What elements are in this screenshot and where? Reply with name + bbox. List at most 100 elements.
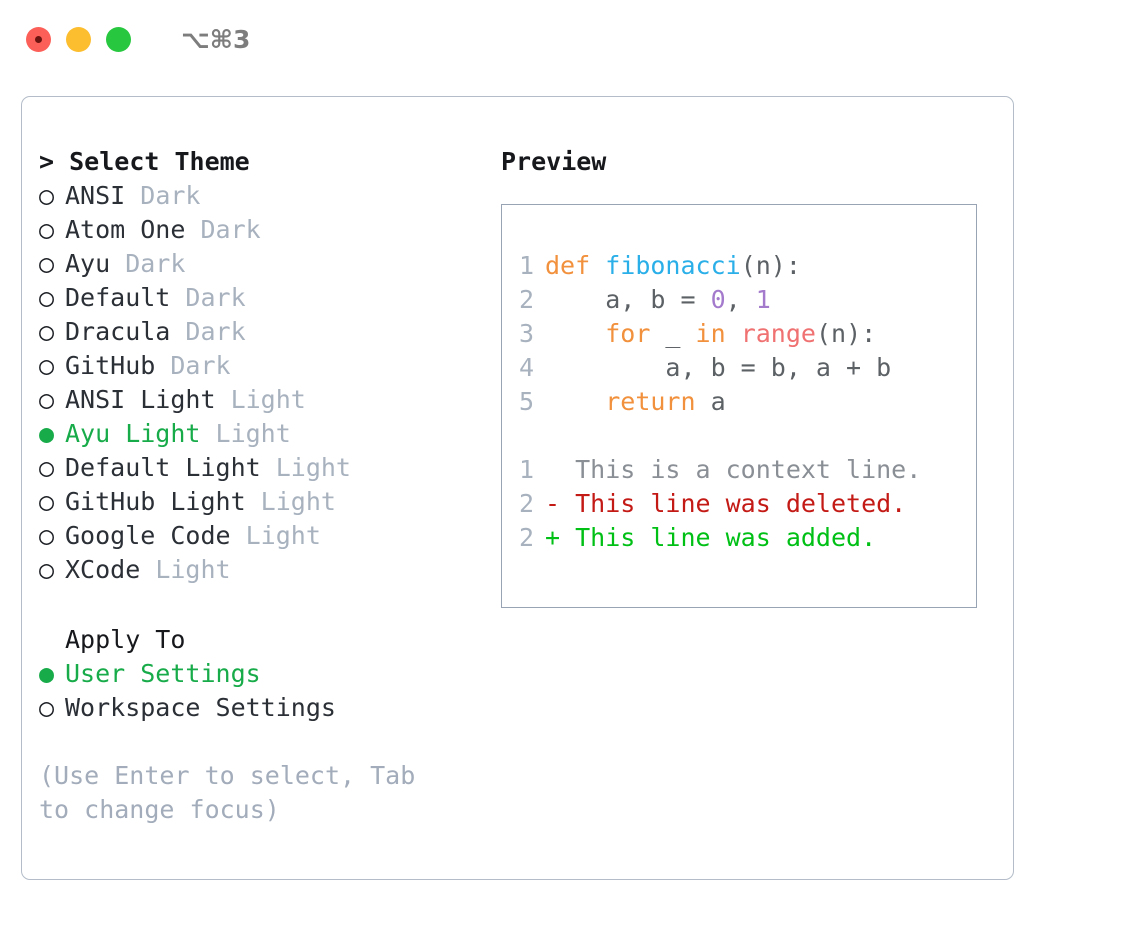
- apply-to-option-workspace-settings[interactable]: ○ Workspace Settings: [39, 691, 489, 725]
- window-controls: [26, 26, 131, 52]
- code-token-pl: (n):: [740, 251, 801, 280]
- zoom-button-icon[interactable]: [106, 26, 131, 52]
- radio-unselected-icon: ○: [39, 351, 55, 380]
- radio-unselected-icon: ○: [39, 317, 55, 346]
- theme-option-variant: Light: [230, 521, 321, 550]
- theme-option-label: Atom One: [65, 215, 186, 244]
- theme-option-ansi[interactable]: ○ANSI Dark: [39, 179, 489, 213]
- theme-option-github[interactable]: ○ GitHub Dark: [39, 349, 489, 383]
- code-token-pl: [545, 387, 605, 416]
- radio-unselected-icon: ○: [39, 693, 55, 722]
- apply-to-option-user-settings[interactable]: ● User Settings: [39, 657, 489, 691]
- keyboard-shortcut-label: ⌥⌘3: [181, 24, 251, 54]
- diff-line-number: 1: [519, 455, 535, 484]
- code-line: 2 a, b = 0, 1: [519, 283, 976, 317]
- theme-option-ayu-light[interactable]: ●Ayu Light Light: [39, 417, 489, 451]
- radio-selected-icon: ●: [39, 419, 55, 448]
- radio-unselected-icon: ○: [39, 385, 55, 414]
- theme-option-google-code[interactable]: ○ Google Code Light: [39, 519, 489, 553]
- code-line-number: 4: [519, 353, 535, 382]
- diff-sample: 1 This is a context line.2- This line wa…: [519, 453, 976, 555]
- theme-option-label: Default: [65, 283, 171, 312]
- theme-option-dracula[interactable]: ○ Dracula Dark: [39, 315, 489, 349]
- radio-unselected-icon: ○: [39, 215, 55, 244]
- code-token-pl: a, b = b, a + b: [545, 353, 892, 382]
- radio-unselected-icon: ○: [39, 181, 55, 210]
- theme-option-atom-one[interactable]: ○ Atom One Dark: [39, 213, 489, 247]
- diff-line-text: This line was deleted.: [575, 489, 907, 518]
- radio-selected-icon: ●: [39, 659, 55, 688]
- theme-option-variant: Light: [245, 487, 336, 516]
- code-token-pl: [545, 319, 605, 348]
- keyboard-hint-text: (Use Enter to select, Tab to change focu…: [39, 761, 431, 824]
- code-token-num: 1: [755, 285, 771, 314]
- diff-line-text: This line was added.: [575, 523, 877, 552]
- code-blank-line: [519, 419, 976, 453]
- theme-option-default[interactable]: ○ Default Dark: [39, 281, 489, 315]
- code-token-pl: _: [650, 319, 696, 348]
- apply-to-option-label: Workspace Settings: [65, 693, 336, 722]
- diff-line-number: 2: [519, 523, 535, 552]
- diff-line: 2+ This line was added.: [519, 521, 976, 555]
- code-token-fn: fibonacci: [605, 251, 741, 280]
- theme-option-default-light[interactable]: ○Default Light Light: [39, 451, 489, 485]
- code-token-pl: a: [695, 387, 726, 416]
- code-token-bi: range: [740, 319, 816, 348]
- theme-option-label: Google Code: [65, 521, 231, 550]
- code-token-pl: a, b =: [545, 285, 711, 314]
- diff-marker: -: [545, 489, 576, 518]
- apply-to-list: ● User Settings ○ Workspace Settings: [39, 657, 489, 725]
- theme-option-label: Ayu: [65, 249, 111, 278]
- theme-option-label: GitHub: [65, 351, 156, 380]
- theme-option-variant: Dark: [170, 283, 246, 312]
- apply-to-option-label: User Settings: [65, 659, 261, 688]
- theme-option-variant: Dark: [170, 317, 246, 346]
- select-theme-heading: > Select Theme: [39, 145, 489, 179]
- code-token-pl: [590, 251, 605, 280]
- radio-unselected-icon: ○: [39, 521, 55, 550]
- code-token-pl: [726, 319, 741, 348]
- diff-line: 2- This line was deleted.: [519, 487, 976, 521]
- code-token-kw: def: [545, 251, 591, 280]
- focus-caret-icon: >: [39, 147, 70, 176]
- diff-line-number: 2: [519, 489, 535, 518]
- theme-option-ayu[interactable]: ○Ayu Dark: [39, 247, 489, 281]
- radio-unselected-icon: ○: [39, 487, 55, 516]
- theme-option-label: XCode: [65, 555, 141, 584]
- code-line: 5 return a: [519, 385, 976, 419]
- theme-option-variant: Dark: [155, 351, 231, 380]
- theme-option-ansi-light[interactable]: ○ANSI Light Light: [39, 383, 489, 417]
- radio-unselected-icon: ○: [39, 453, 55, 482]
- main-panel: > Select Theme ○ANSI Dark○Atom One Dark○…: [21, 96, 1014, 880]
- theme-list: ○ANSI Dark○Atom One Dark○Ayu Dark○Defaul…: [39, 179, 489, 587]
- minimize-button-icon[interactable]: [66, 26, 91, 52]
- close-button-icon[interactable]: [26, 26, 51, 52]
- theme-picker-column: > Select Theme ○ANSI Dark○Atom One Dark○…: [39, 145, 489, 827]
- radio-unselected-icon: ○: [39, 555, 55, 584]
- code-line: 4 a, b = b, a + b: [519, 351, 976, 385]
- code-token-kw: in: [695, 319, 726, 348]
- theme-option-label: Ayu Light: [65, 419, 201, 448]
- select-theme-heading-label: Select Theme: [69, 147, 250, 176]
- code-token-num: 0: [710, 285, 726, 314]
- theme-option-label: ANSI Light: [65, 385, 216, 414]
- theme-option-xcode[interactable]: ○XCode Light: [39, 553, 489, 587]
- radio-unselected-icon: ○: [39, 283, 55, 312]
- theme-option-variant: Dark: [125, 181, 201, 210]
- theme-option-label: Dracula: [65, 317, 171, 346]
- title-bar: ⌥⌘3: [0, 0, 1140, 78]
- diff-line: 1 This is a context line.: [519, 453, 976, 487]
- code-line-number: 2: [519, 285, 535, 314]
- preview-heading: Preview: [501, 147, 607, 176]
- theme-option-label: Default Light: [65, 453, 261, 482]
- theme-option-github-light[interactable]: ○GitHub Light Light: [39, 485, 489, 519]
- code-line-number: 5: [519, 387, 535, 416]
- theme-option-variant: Dark: [110, 249, 186, 278]
- theme-option-variant: Dark: [185, 215, 261, 244]
- apply-to-heading: Apply To: [65, 625, 186, 654]
